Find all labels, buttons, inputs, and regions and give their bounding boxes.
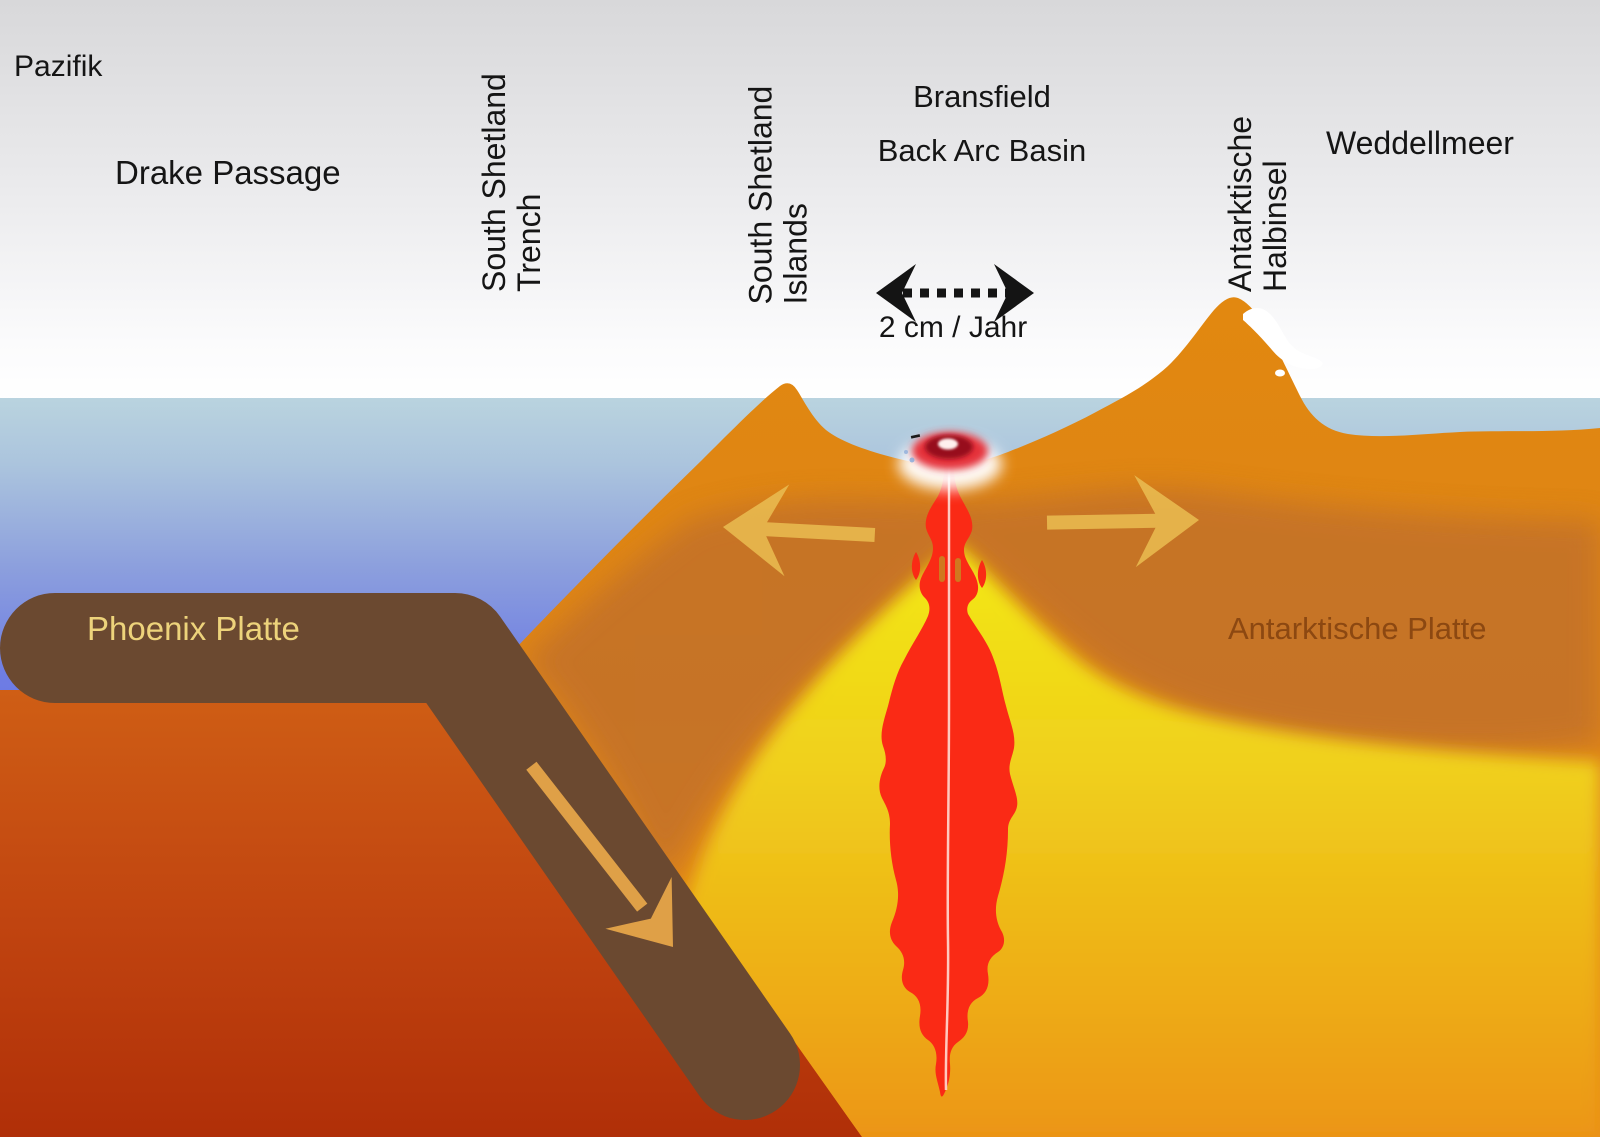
label-antarktische-platte: Antarktische Platte xyxy=(1228,611,1487,646)
magma-plume xyxy=(879,444,1018,1097)
sky-background xyxy=(0,0,1600,410)
label-ah-line2: Halbinsel xyxy=(1257,160,1293,292)
crust-dark-layer xyxy=(524,488,1600,1137)
label-ssi-line2: Islands xyxy=(777,203,814,305)
subduction-arrow-icon xyxy=(526,761,673,947)
eruption-cloud xyxy=(898,432,1002,490)
label-ssi-line1: South Shetland xyxy=(742,85,779,305)
label-south-shetland-trench: South Shetland Trench xyxy=(476,52,547,292)
label-bransfield-basin: Bransfield Back Arc Basin xyxy=(832,70,1132,178)
label-bransfield-line1: Bransfield xyxy=(913,79,1051,114)
label-sst-line1: South Shetland xyxy=(476,73,512,292)
spreading-rate-arrow-icon xyxy=(876,264,1034,322)
spreading-arrow-left-icon xyxy=(723,484,876,577)
label-sst-line2: Trench xyxy=(511,193,547,292)
label-weddellmeer: Weddellmeer xyxy=(1326,125,1514,161)
spreading-arrow-right-icon xyxy=(1046,475,1199,568)
label-phoenix-platte: Phoenix Platte xyxy=(87,610,300,647)
label-pazifik: Pazifik xyxy=(14,50,103,83)
label-drake-passage: Drake Passage xyxy=(115,154,341,191)
plume-center-line xyxy=(944,450,951,1091)
snow-cap xyxy=(1243,308,1323,377)
mantle-wedge xyxy=(640,545,1600,1137)
label-bransfield-line2: Back Arc Basin xyxy=(877,133,1087,168)
label-ah-line1: Antarktische xyxy=(1222,115,1258,292)
label-antarktische-halbinsel: Antarktische Halbinsel xyxy=(1222,92,1293,292)
label-south-shetland-islands: South Shetland Islands xyxy=(742,60,814,305)
label-spreading-rate: 2 cm / Jahr xyxy=(878,311,1028,344)
